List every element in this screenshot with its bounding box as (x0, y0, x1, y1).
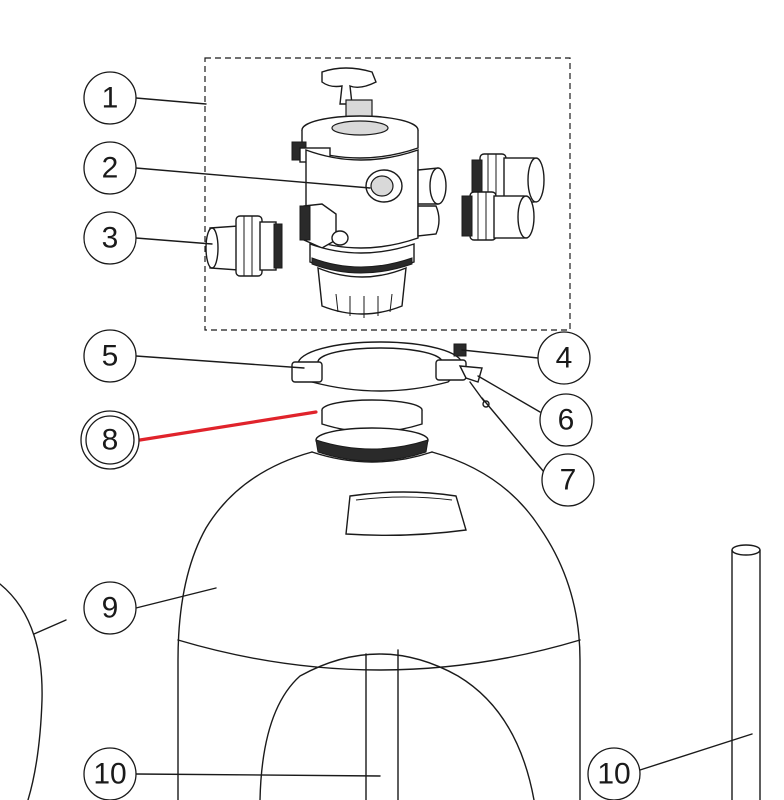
highlight-leader-line (138, 410, 318, 442)
callout-5-number: 5 (102, 340, 119, 373)
callout-4: 4 (537, 331, 591, 385)
callout-10-right-number: 10 (597, 758, 630, 791)
callout-10-left-number: 10 (93, 758, 126, 791)
callout-3-number: 3 (102, 222, 119, 255)
valve-assembly-box (204, 57, 571, 331)
callout-5: 5 (83, 329, 137, 383)
union-fitting-left (205, 215, 283, 277)
multiport-valve (291, 67, 447, 318)
callout-7-number: 7 (560, 464, 577, 497)
callout-3: 3 (83, 211, 137, 265)
callout-9: 9 (83, 581, 137, 635)
callout-2-number: 2 (102, 152, 119, 185)
filter-tank (0, 451, 581, 800)
callout-10-left: 10 (83, 747, 137, 800)
callout-8-highlighted: 8 (80, 410, 140, 470)
lateral-pipe (731, 544, 761, 800)
callout-7: 7 (541, 453, 595, 507)
callout-9-number: 9 (102, 592, 119, 625)
callout-6: 6 (539, 393, 593, 447)
callout-4-number: 4 (556, 342, 573, 375)
leader-lines (33, 97, 753, 777)
callout-6-number: 6 (558, 404, 575, 437)
callout-10-right: 10 (587, 747, 641, 800)
callout-1-number: 1 (102, 82, 119, 115)
clamp-ring (291, 341, 490, 408)
o-ring-seal (315, 399, 429, 462)
callout-2: 2 (83, 141, 137, 195)
union-fittings-right (461, 153, 545, 241)
callout-1: 1 (83, 71, 137, 125)
callout-8-number: 8 (102, 424, 119, 457)
